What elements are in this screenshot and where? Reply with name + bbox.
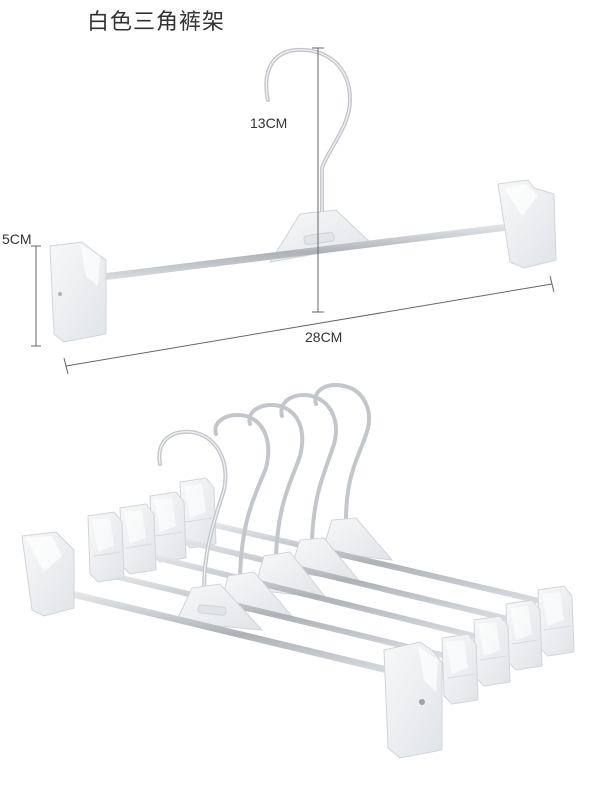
clip-height-label: 5CM <box>2 231 32 247</box>
stacked-hanger <box>179 383 575 657</box>
stacked-hanger <box>21 429 443 759</box>
product-title: 白色三角裤架 <box>87 10 226 35</box>
hook-height-label: 13CM <box>250 115 288 131</box>
hanger-bar <box>82 222 520 283</box>
stacked-hanger <box>119 403 511 687</box>
hanger-stack <box>21 383 575 759</box>
total-width-label: 28CM <box>305 329 343 345</box>
left-clip <box>49 241 107 343</box>
front-right-clip <box>383 641 443 759</box>
right-clip <box>497 179 557 269</box>
front-left-clip <box>21 531 75 617</box>
dimension-lines <box>31 47 555 375</box>
single-hanger <box>49 47 557 343</box>
